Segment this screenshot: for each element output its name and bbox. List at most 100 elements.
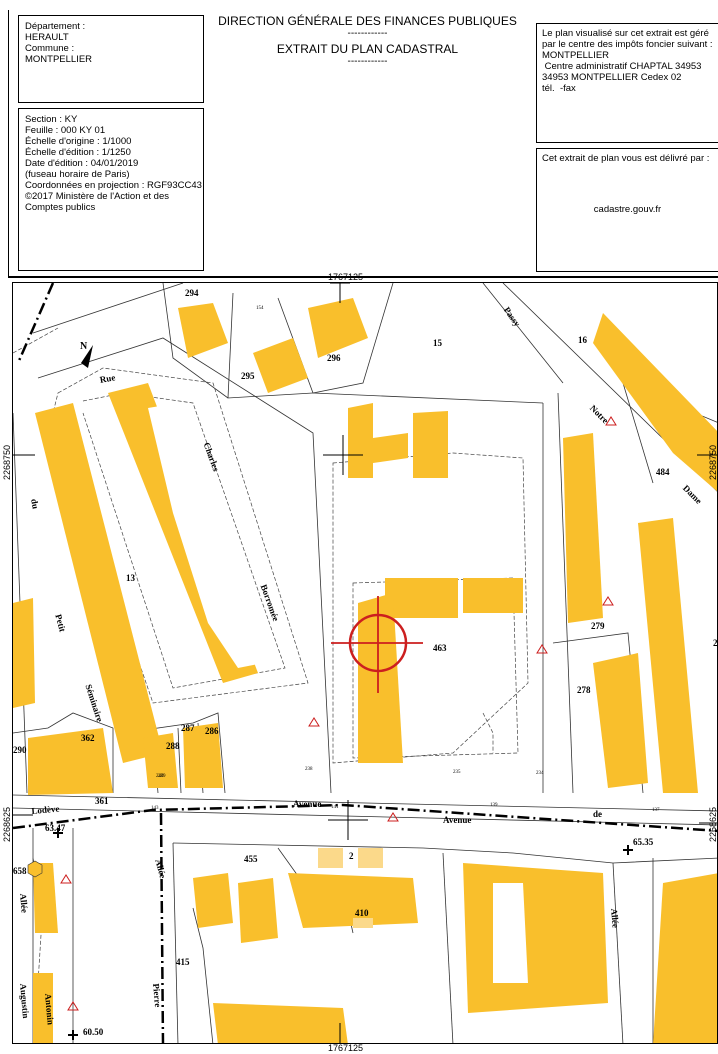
parcel-boundary (557, 392, 574, 794)
details-line: Échelle d'édition : 1/1250 (25, 147, 131, 158)
building (253, 338, 308, 393)
parcel-boundary (122, 712, 226, 794)
building (28, 728, 113, 795)
parcel-boundary (622, 382, 654, 484)
building (563, 433, 603, 623)
parcel-number: 15 (433, 338, 442, 348)
street-name: Allée (18, 893, 30, 914)
parcel-number: 13 (126, 573, 135, 583)
parcel-number: 288 (166, 741, 180, 751)
building (348, 403, 373, 478)
parcel-boundary (177, 727, 182, 794)
parcel-subnumber: 154 (256, 306, 264, 311)
north-arrow (81, 345, 93, 368)
coord-top: 1767125 (328, 272, 364, 282)
parcel-subnumber: 143 (151, 806, 159, 811)
benchmark-cross (53, 828, 63, 838)
parcel-number: 290 (13, 745, 27, 755)
location-target[interactable] (331, 596, 423, 693)
light-buildings (318, 848, 383, 928)
management-line: MONTPELLIER (542, 50, 610, 61)
parcel-boundary (37, 337, 332, 794)
building (238, 878, 278, 943)
coord-bottom: 1767125 (328, 1043, 364, 1053)
delivery-label: Cet extrait de plan vous est délivré par… (542, 153, 710, 164)
elevation-value: 65.35 (633, 837, 654, 847)
commune-boundary (159, 812, 165, 1043)
location-line: HERAULT (25, 32, 69, 43)
red-markers (60, 416, 617, 1011)
commune-boundary (16, 283, 55, 364)
coord-left-top: 2268750 (2, 444, 12, 480)
courtyard-outline (332, 452, 529, 764)
elevation-value: 60.50 (83, 1027, 104, 1037)
delivery-site: cadastre.gouv.fr (593, 204, 662, 215)
building (193, 873, 233, 928)
building (308, 298, 368, 358)
survey-marker (536, 644, 548, 654)
building (288, 873, 418, 928)
title-separator: ------------ (347, 56, 388, 67)
courtyard-outline (352, 577, 519, 759)
building (13, 598, 35, 708)
title-separator: ------------ (347, 28, 388, 39)
survey-marker (605, 416, 617, 426)
details-line: Feuille : 000 KY 01 (25, 125, 106, 136)
benchmark-hexagon (27, 860, 43, 878)
document-title: DIRECTION GÉNÉRALE DES FINANCES PUBLIQUE… (200, 14, 535, 68)
survey-marker (602, 596, 614, 606)
buildings (13, 298, 717, 1043)
details-line: Coordonnées en projection : RGF93CC43 (25, 180, 202, 191)
parcel-boundary (13, 712, 114, 793)
walkway-outline (13, 327, 59, 354)
parcel-number: 415 (176, 957, 190, 967)
building (593, 653, 648, 788)
building (638, 518, 698, 793)
grid-cross (323, 435, 363, 475)
building (143, 733, 178, 788)
parcel-number: 286 (205, 726, 219, 736)
commune-boundary (13, 803, 717, 833)
parcel-number: 2 (713, 638, 718, 648)
building (358, 593, 403, 763)
details-line: Comptes publics (25, 202, 96, 213)
parcel-number: 279 (591, 621, 605, 631)
grid-cross (330, 283, 350, 303)
management-line: Le plan visualisé sur cet extrait est gé… (542, 28, 709, 39)
details-line: Section : KY (25, 114, 78, 125)
parcel-boundary (32, 283, 184, 334)
building (148, 403, 263, 668)
parcel-number: 278 (577, 685, 591, 695)
parcel-subnumber: 139 (490, 803, 498, 808)
benchmarks (53, 828, 633, 1040)
building (463, 578, 523, 613)
parcel-number: 455 (244, 854, 258, 864)
hexagon-mark (27, 860, 43, 878)
parcel-number: 296 (327, 353, 341, 363)
location-line: MONTPELLIER (25, 54, 93, 65)
management-line: 34953 MONTPELLIER Cedex 02 (542, 72, 682, 83)
north-label: N (80, 341, 88, 352)
courtyard-outline (52, 367, 309, 704)
parcel-subnumber: 238 (305, 767, 313, 772)
building (178, 303, 228, 358)
management-box: Le plan visualisé sur cet extrait est gé… (536, 23, 718, 143)
parcel-subnumber: 240 (156, 774, 164, 779)
parcel-boundary (13, 807, 717, 826)
header-frame (8, 10, 718, 278)
management-line: Centre administratif CHAPTAL 34953 (542, 61, 702, 72)
grid-crosses (13, 283, 717, 1043)
building (33, 863, 58, 933)
parcel-number: 294 (185, 288, 199, 298)
management-line: tél. -fax (542, 83, 576, 94)
map-canvas[interactable] (13, 283, 718, 1044)
building (373, 433, 408, 463)
building (653, 873, 717, 1043)
street-name: Avenue (443, 815, 472, 825)
coord-left-bottom: 2268625 (2, 806, 12, 842)
target-crosshair (331, 596, 423, 693)
parcel-boundary (172, 842, 717, 864)
parcel-boundary (13, 794, 717, 812)
survey-marker (60, 874, 72, 884)
